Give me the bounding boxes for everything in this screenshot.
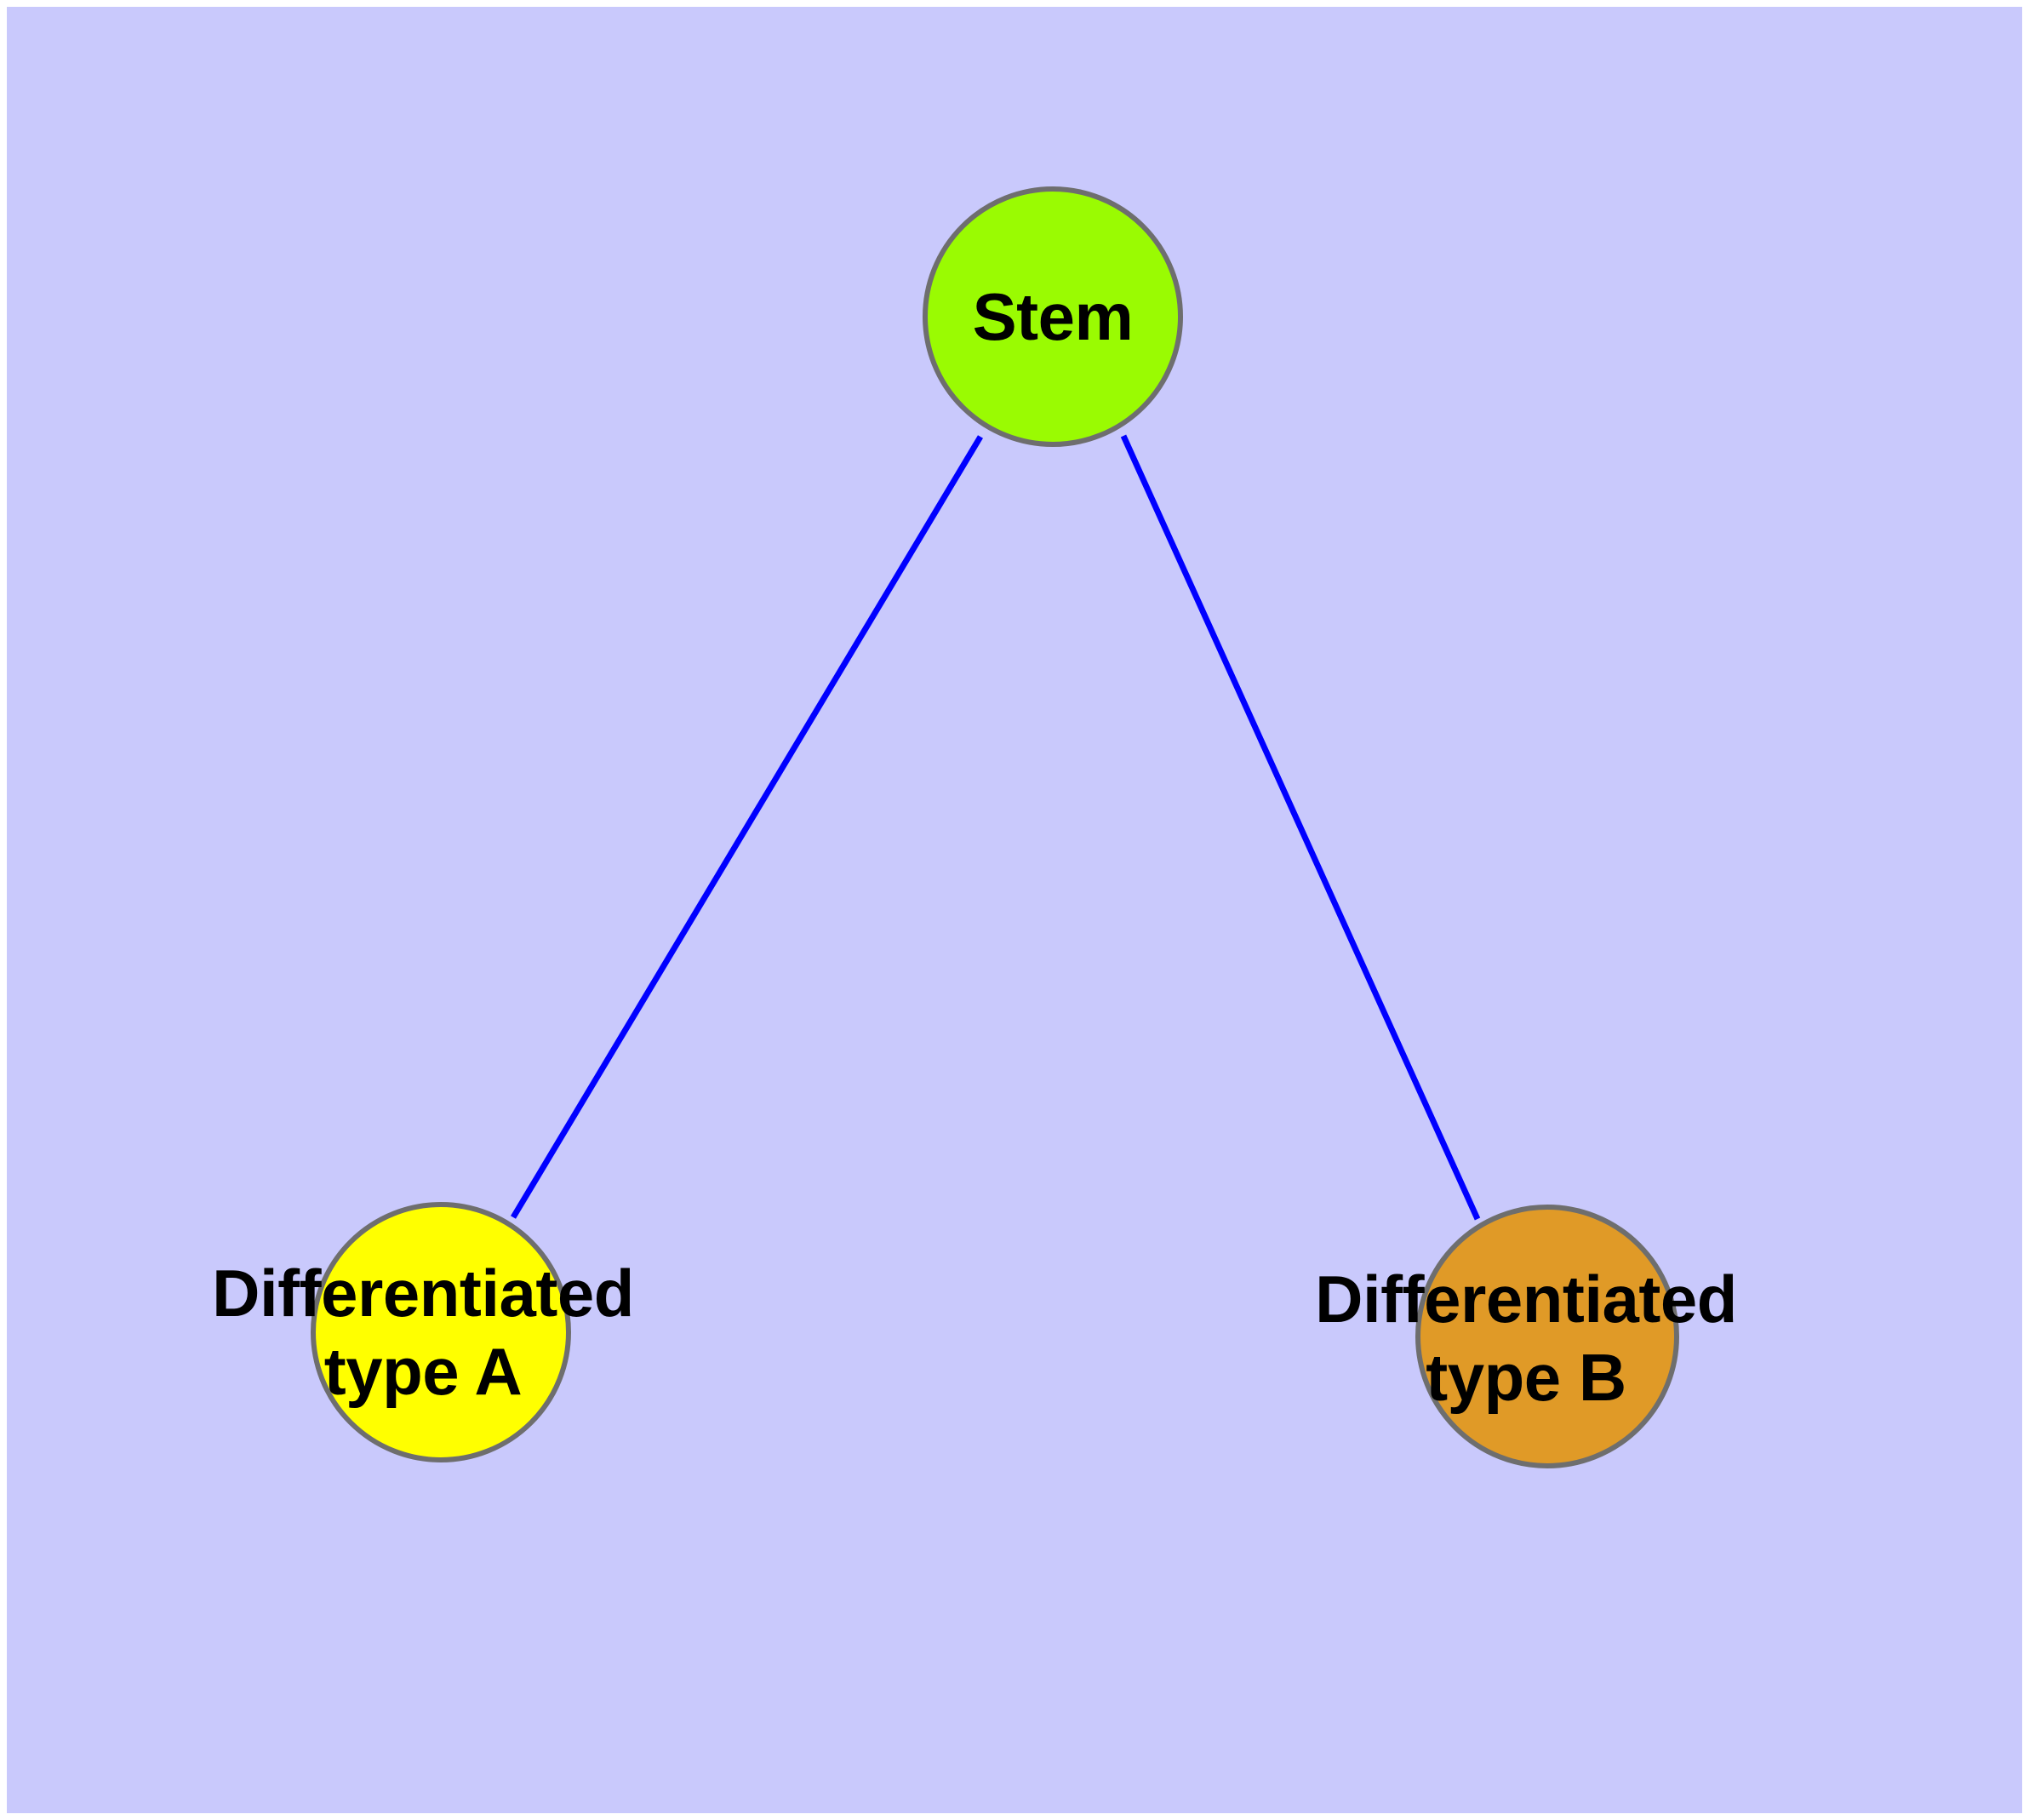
edge-layer [510, 434, 1481, 1221]
node-stem-circle[interactable] [923, 186, 1183, 447]
edge-stem-to-differentiated-type-b[interactable] [1120, 434, 1481, 1221]
node-layer [311, 186, 1679, 1468]
edge-stem-to-differentiated-type-a[interactable] [510, 435, 984, 1219]
node-differentiated-type-a-circle[interactable] [311, 1202, 571, 1462]
node-differentiated-type-b-circle[interactable] [1415, 1205, 1679, 1468]
